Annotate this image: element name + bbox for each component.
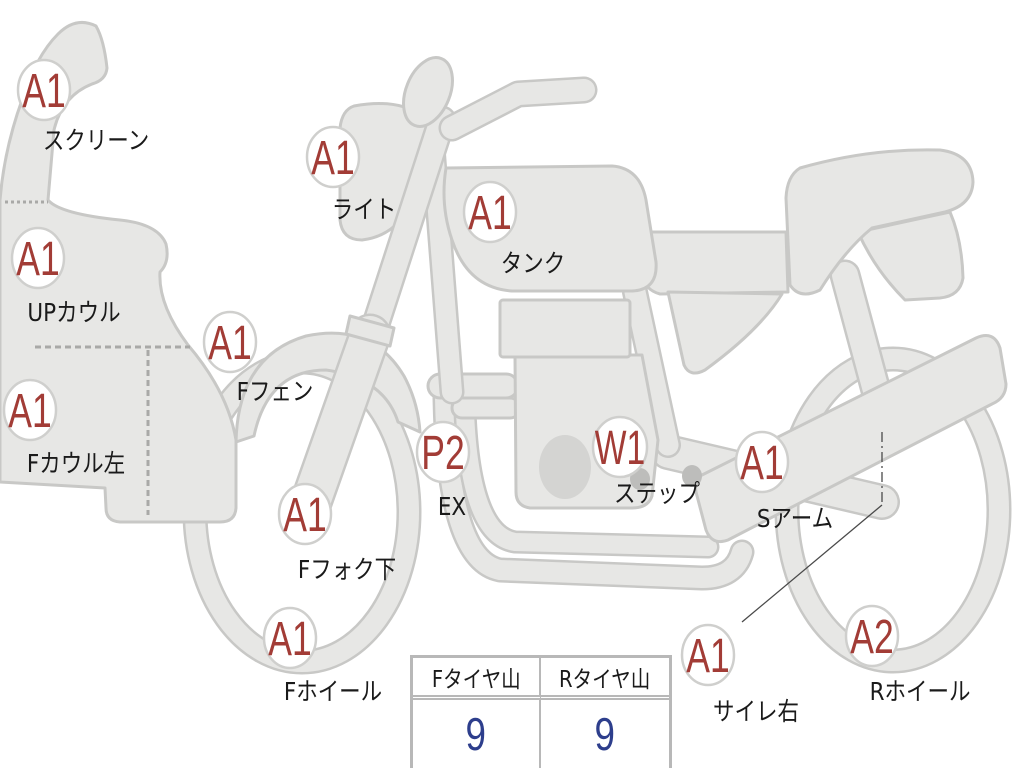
grade-badge	[202, 310, 258, 374]
label-front-wheel: A1 Fホイール	[262, 606, 382, 706]
grade-text: A1	[283, 488, 326, 541]
part-name: UPカウル	[27, 298, 120, 327]
part-name: Sアーム	[757, 504, 833, 533]
label-screen: A1 スクリーン	[16, 58, 149, 155]
rear-tire-tread-value: 9	[594, 708, 616, 760]
grade-text: A1	[208, 316, 251, 369]
label-front-fork-lower: A1 Fフォク下	[277, 482, 396, 584]
label-swing-arm: A1 Sアーム	[734, 430, 833, 533]
label-exhaust: P2 EX	[415, 420, 471, 521]
grade-badge	[680, 623, 736, 687]
part-name: サイレ右	[713, 697, 799, 726]
grade-text: W1	[595, 420, 645, 474]
label-headlight: A1 ライト	[305, 125, 396, 224]
part-name: Fフォク下	[298, 555, 396, 584]
label-step: W1 ステップ	[591, 415, 700, 508]
rear-tire-tread-header: Rタイヤ山	[541, 658, 669, 700]
part-name: Fフェン	[237, 377, 314, 406]
tire-tread-table: Fタイヤ山 Rタイヤ山 9 9	[410, 655, 672, 768]
grade-badge	[415, 420, 471, 484]
grade-text: A1	[22, 64, 65, 117]
grade-badge	[844, 604, 900, 668]
muffler-leader-line	[741, 504, 883, 623]
grade-badge	[262, 606, 318, 670]
grade-text: A1	[686, 629, 729, 682]
grade-badge	[16, 58, 72, 122]
seat-front-panel	[638, 230, 790, 296]
label-tank: A1 タンク	[462, 180, 565, 278]
part-name: ライト	[332, 195, 396, 224]
label-upper-cowl: A1 UPカウル	[10, 226, 121, 327]
front-tire-tread-header-label: Fタイヤ山	[431, 666, 521, 693]
grade-text: P2	[421, 426, 464, 479]
handlebar	[438, 76, 598, 142]
cylinder-head	[498, 298, 632, 359]
rear-tire-tread-cell: 9	[541, 700, 669, 768]
grade-text: A1	[268, 612, 311, 665]
grade-badge	[734, 430, 790, 494]
grade-text: A2	[850, 610, 893, 663]
fork-collar	[344, 314, 396, 348]
grade-text: A1	[740, 436, 783, 489]
part-name: Fホイール	[284, 677, 382, 706]
grade-text: A1	[8, 384, 51, 437]
engine-cover	[539, 435, 591, 499]
grade-text: A1	[468, 186, 511, 239]
part-name: スクリーン	[43, 126, 149, 155]
grade-badge	[2, 378, 58, 442]
rear-tire-tread-header-label: Rタイヤ山	[559, 666, 651, 693]
footpeg	[682, 465, 702, 487]
front-tire-tread-header: Fタイヤ山	[413, 658, 541, 700]
part-name: Fカウル左	[27, 449, 125, 478]
grade-badge	[277, 482, 333, 546]
part-name: タンク	[501, 249, 565, 278]
grade-text: A1	[311, 131, 354, 184]
seat	[784, 148, 975, 296]
label-front-cowl-left: A1 Fカウル左	[2, 378, 125, 478]
part-name: Rホイール	[870, 677, 971, 706]
grade-text: A1	[16, 232, 59, 285]
front-tire-tread-cell: 9	[413, 700, 541, 768]
label-right-muffler: A1 サイレ右	[680, 623, 799, 726]
side-cover	[666, 290, 784, 375]
rear-tail-panel	[856, 210, 965, 302]
grade-badge	[462, 180, 518, 244]
part-name: EX	[438, 492, 466, 521]
rear-frame-tube	[622, 279, 681, 458]
front-fork	[288, 105, 457, 527]
label-front-fender: A1 Fフェン	[202, 310, 314, 406]
front-fairing	[0, 20, 238, 524]
brake-lever	[402, 56, 454, 128]
grade-badge	[305, 125, 361, 189]
rear-shock	[829, 259, 894, 414]
label-rear-wheel: A2 Rホイール	[844, 604, 971, 706]
grade-badge	[591, 415, 649, 479]
front-tire-tread-value: 9	[465, 708, 487, 760]
grade-badge	[10, 226, 66, 290]
exhaust-header-lower	[450, 396, 522, 420]
part-name: ステップ	[614, 479, 700, 508]
